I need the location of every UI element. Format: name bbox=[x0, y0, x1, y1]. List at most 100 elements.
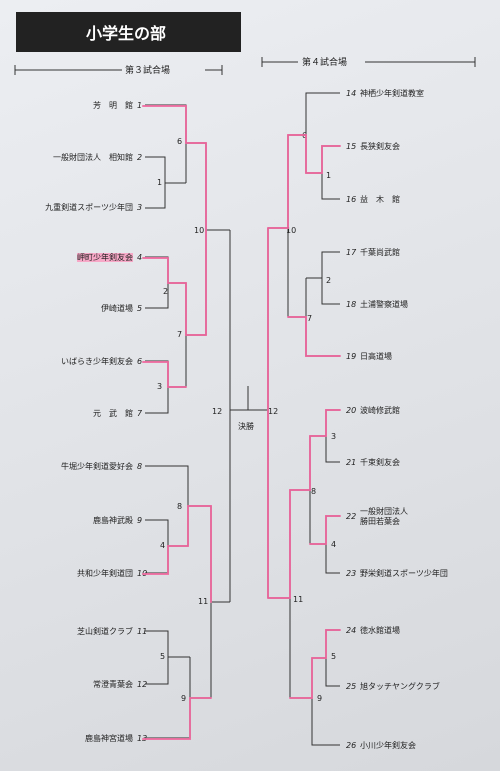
winner-highlight bbox=[142, 229, 207, 336]
winner-highlight bbox=[287, 316, 341, 357]
team-seed: 10 bbox=[137, 569, 148, 578]
team-name: 常澄青葉会 bbox=[93, 680, 133, 689]
team-name: 土浦警察道場 bbox=[360, 300, 408, 309]
winner-highlight bbox=[289, 629, 341, 699]
match-number: 5 bbox=[331, 652, 337, 661]
team-seed: 7 bbox=[137, 409, 143, 418]
winner-highlight bbox=[267, 134, 341, 229]
match-number: 9 bbox=[317, 694, 323, 703]
team-name: 千葉尚武館 bbox=[360, 248, 400, 257]
match-number: 3 bbox=[331, 432, 337, 441]
bracket-line bbox=[325, 629, 340, 687]
bracket-line bbox=[321, 251, 340, 305]
bracket-line bbox=[145, 256, 169, 309]
team-name: 岬町少年剣友会 bbox=[77, 253, 133, 262]
team-seed: 17 bbox=[346, 248, 357, 257]
match-number: 7 bbox=[177, 330, 183, 339]
court-label-right: 第４試合場 bbox=[302, 58, 348, 68]
match-number: 7 bbox=[307, 314, 313, 323]
team-name: 旭タッチヤングクラブ bbox=[360, 682, 440, 691]
section-title-text: 小学生の部 bbox=[86, 24, 167, 43]
match-number: 10 bbox=[286, 226, 297, 235]
winner-highlight bbox=[142, 361, 187, 388]
match-number: 1 bbox=[157, 178, 163, 187]
team-name: 神栖少年剣道教室 bbox=[360, 89, 424, 98]
team-name: 元 武 館 bbox=[93, 409, 133, 418]
team-seed: 6 bbox=[137, 357, 143, 366]
match-number: 5 bbox=[160, 652, 166, 661]
court-line-right bbox=[261, 57, 476, 67]
team-seed: 19 bbox=[346, 352, 357, 361]
court-label-left: 第３試合場 bbox=[125, 66, 171, 76]
bracket-line bbox=[145, 465, 189, 546]
bracket-line bbox=[321, 145, 340, 200]
match-number: 3 bbox=[157, 382, 163, 391]
match-number: 4 bbox=[160, 541, 166, 550]
team-seed: 22 bbox=[346, 512, 357, 521]
team-seed: 9 bbox=[137, 516, 143, 525]
section-title: 小学生の部 bbox=[16, 12, 241, 52]
team-name: 一般財団法人 相知館 bbox=[53, 153, 133, 162]
team-name: 一般財団法人 勝田若葉会 bbox=[360, 507, 408, 526]
match-number: 10 bbox=[194, 226, 205, 235]
team-seed: 8 bbox=[137, 462, 143, 471]
bracket-line bbox=[325, 515, 340, 574]
team-seed: 15 bbox=[346, 142, 357, 151]
match-number: 11 bbox=[293, 595, 304, 604]
team-seed: 5 bbox=[137, 304, 143, 313]
match-number: 12 bbox=[268, 407, 279, 416]
team-name: 鹿島神武殿 bbox=[93, 516, 133, 525]
team-name: 長狭剣友会 bbox=[360, 142, 400, 151]
team-name: 鹿島神宮道場 bbox=[85, 734, 133, 743]
team-name: 小川少年剣友会 bbox=[360, 741, 416, 750]
winner-highlight bbox=[142, 505, 212, 603]
team-seed: 2 bbox=[137, 153, 143, 162]
match-number: 11 bbox=[198, 597, 209, 606]
final-line bbox=[247, 386, 269, 411]
bracket-line bbox=[145, 360, 169, 414]
team-name: 九重剣道スポーツ少年団 bbox=[45, 203, 133, 212]
match-number: 8 bbox=[177, 502, 183, 511]
team-seed: 24 bbox=[346, 626, 357, 635]
team-seed: 20 bbox=[346, 406, 357, 415]
match-number: 1 bbox=[326, 171, 332, 180]
team-seed: 25 bbox=[346, 682, 357, 691]
match-number: 6 bbox=[177, 137, 183, 146]
bracket-line bbox=[145, 156, 166, 209]
team-name: 芝山剣道クラブ bbox=[77, 627, 133, 636]
match-number: 12 bbox=[212, 407, 223, 416]
winner-highlight bbox=[142, 105, 207, 231]
team-name: 伊崎道場 bbox=[101, 304, 133, 313]
match-number: 8 bbox=[311, 487, 317, 496]
bracket-line bbox=[325, 409, 340, 463]
team-name: 益 木 館 bbox=[360, 195, 400, 204]
team-seed: 16 bbox=[346, 195, 357, 204]
court-line-left bbox=[14, 65, 223, 75]
team-name: 共和少年剣道団 bbox=[77, 569, 133, 578]
team-seed: 4 bbox=[137, 253, 143, 262]
final-label: 決勝 bbox=[238, 422, 254, 431]
bracket-line bbox=[305, 278, 340, 357]
team-name: 牛堀少年剣道愛好会 bbox=[61, 462, 133, 471]
team-seed: 18 bbox=[346, 300, 357, 309]
team-seed: 23 bbox=[346, 569, 357, 578]
team-seed: 1 bbox=[137, 101, 143, 110]
team-seed: 3 bbox=[137, 203, 143, 212]
winner-highlight bbox=[309, 515, 341, 545]
match-number: 9 bbox=[181, 694, 187, 703]
match-number: 2 bbox=[326, 276, 332, 285]
team-seed: 13 bbox=[137, 734, 148, 743]
team-name: 日高道場 bbox=[360, 352, 392, 361]
team-name: いばらき少年剣友会 bbox=[61, 357, 133, 366]
team-seed: 11 bbox=[137, 627, 148, 636]
team-name: 芳 明 館 bbox=[93, 101, 133, 110]
team-name: 千束剣友会 bbox=[360, 458, 400, 467]
winner-highlight bbox=[142, 697, 212, 740]
team-seed: 14 bbox=[346, 89, 357, 98]
team-name: 野栄剣道スポーツ少年団 bbox=[360, 569, 448, 578]
winner-highlight bbox=[267, 409, 341, 599]
bracket-line bbox=[145, 630, 169, 685]
team-name-highlighted: 岬町少年剣友会 bbox=[3, 253, 133, 263]
team-seed: 21 bbox=[346, 458, 357, 467]
